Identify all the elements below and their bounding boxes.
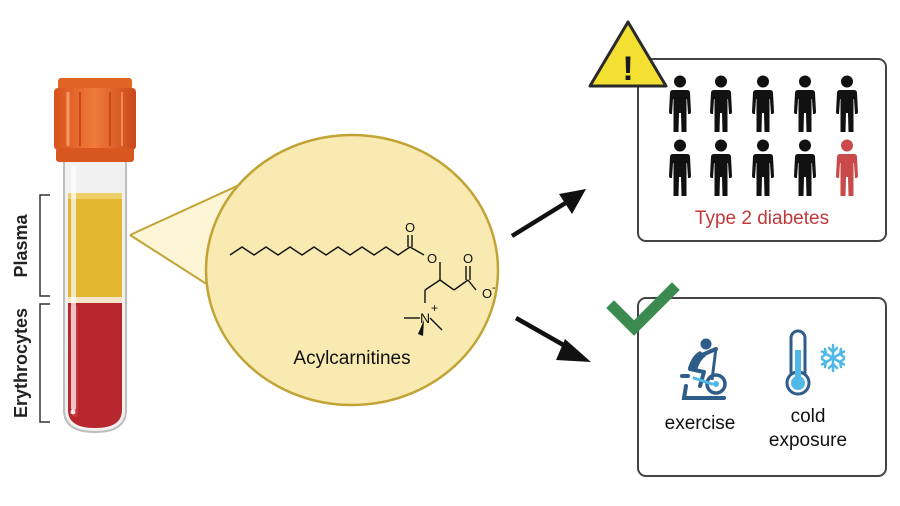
person-icon [794,139,816,196]
person-icon [669,139,691,196]
tube-brackets [39,194,50,423]
exercise-label: exercise [665,413,736,434]
erythrocytes-label: Erythrocytes [11,308,31,418]
tube-cap [54,78,136,162]
cold-label-line1: cold [791,406,826,427]
person-icon [752,75,774,132]
molecule-name: Acylcarnitines [293,348,410,369]
person-icon [669,75,691,132]
arrow-up-right [510,189,586,238]
nitrogen-atom: N [420,310,430,326]
person-icon [710,139,732,196]
check-icon [606,282,680,336]
plasma-layer [68,195,122,297]
person-icon [836,75,858,132]
arrow-down-right [514,316,591,362]
carbonyl-oxygen: O [405,220,415,235]
carboxylate-charge: - [492,282,496,294]
ester-oxygen: O [427,251,437,266]
benefit-panel [637,297,887,477]
person-icon [794,75,816,132]
person-icon [752,139,774,196]
person-icon [710,75,732,132]
risk-caption: Type 2 diabetes [695,208,829,229]
plasma-label: Plasma [11,213,31,277]
molecule-circle [204,133,500,407]
blood-tube [54,78,136,434]
person-icon-highlighted [836,139,858,196]
acylcarnitine-structure [229,235,477,336]
exercise-bike-icon [680,338,727,400]
thermometer-snowflake-icon [785,329,846,396]
buffy-coat [68,297,122,303]
population-grid [669,75,858,196]
warning-icon [588,20,668,88]
carboxyl-oxygen: O [463,251,473,266]
carboxylate-oxygen: O [482,286,492,301]
nitrogen-charge: + [431,301,438,315]
erythrocyte-layer [68,303,122,428]
cold-label-line2: exposure [769,430,847,451]
warning-symbol: ! [622,50,633,88]
zoom-callout [129,133,500,407]
